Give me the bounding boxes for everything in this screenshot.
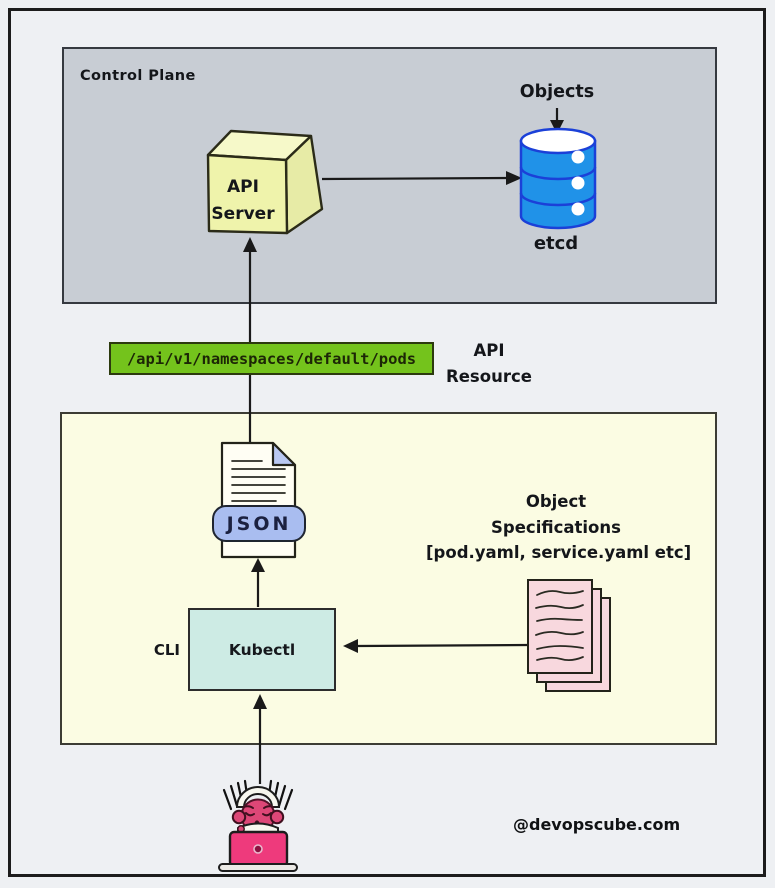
api-resource-caption: API Resource <box>437 338 541 390</box>
object-specs-line3: [pod.yaml, service.yaml etc] <box>426 543 692 562</box>
control-plane-box <box>62 47 717 304</box>
objects-label: Objects <box>519 82 595 102</box>
etcd-label: etcd <box>533 233 579 254</box>
object-specs-line1: Object <box>525 492 587 511</box>
json-badge: JSON <box>212 505 306 542</box>
api-server-label-line1: API <box>227 177 259 197</box>
api-server-label: API Server <box>193 174 293 228</box>
api-resource-path-badge: /api/v1/namespaces/default/pods <box>109 342 434 375</box>
diagram-outer-frame <box>8 8 766 877</box>
object-specs-caption: Object Specifications [pod.yaml, service… <box>426 489 692 566</box>
object-specs-line2: Specifications <box>491 517 621 537</box>
api-resource-caption-line1: API <box>473 341 505 360</box>
control-plane-title: Control Plane <box>80 68 196 84</box>
watermark: @devopscube.com <box>513 815 681 834</box>
kubectl-box: Kubectl <box>188 608 336 691</box>
client-workspace-box <box>60 412 717 745</box>
cli-label: CLI <box>153 641 180 659</box>
api-server-label-line2: Server <box>211 204 275 224</box>
api-resource-caption-line2: Resource <box>446 367 532 386</box>
